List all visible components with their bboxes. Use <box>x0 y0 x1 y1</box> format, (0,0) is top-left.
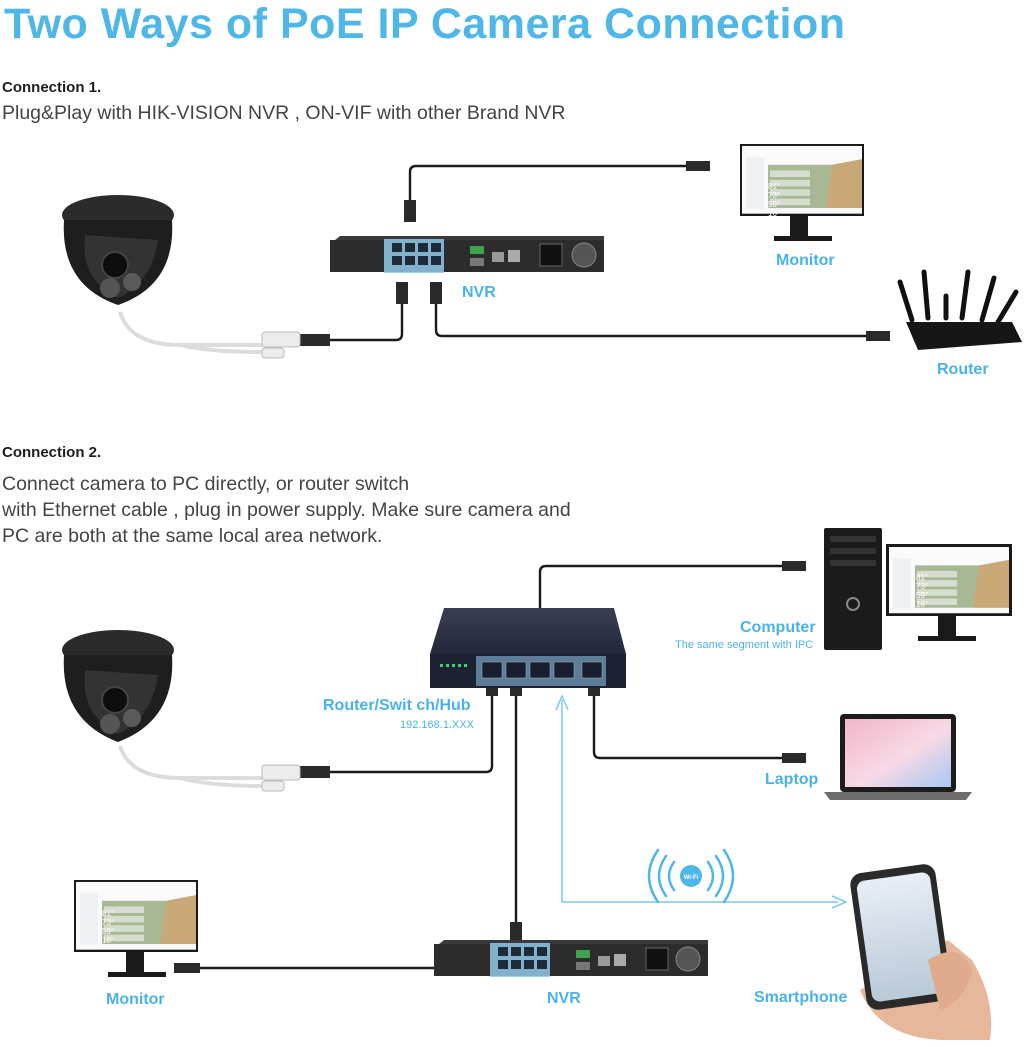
monitor-1: 81° 73° 59° 16° <box>740 144 864 241</box>
computer-label: Computer <box>740 619 816 636</box>
nvr-label: NVR <box>462 284 496 301</box>
rj45-plug <box>300 334 330 346</box>
svg-text:73°: 73° <box>102 918 114 927</box>
camera-pigtail <box>118 745 262 780</box>
monitor-label: Monitor <box>776 252 835 269</box>
ip-camera-1 <box>62 195 174 305</box>
connection1-heading: Connection 1. <box>2 79 102 96</box>
smartphone-label: Smartphone <box>754 989 848 1006</box>
cable-camera-switch <box>330 688 494 774</box>
laptop <box>824 714 972 800</box>
network-switch <box>430 608 626 688</box>
monitor-label-2: Monitor <box>106 991 165 1008</box>
smartphone <box>850 864 992 1040</box>
svg-text:81°: 81° <box>916 573 928 582</box>
wifi-icon <box>647 848 735 904</box>
power-connector <box>261 780 285 792</box>
laptop-label: Laptop <box>765 771 819 788</box>
computer-tower <box>824 528 882 650</box>
description-line: with Ethernet cable , plug in power supp… <box>2 499 571 521</box>
switch-label: Router/Swit ch/Hub <box>323 697 471 714</box>
description-line: Connect camera to PC directly, or router… <box>2 473 410 495</box>
svg-text:59°: 59° <box>102 927 114 936</box>
rj45-plug <box>866 331 890 341</box>
connection2-heading: Connection 2. <box>2 444 102 461</box>
arrow-up-icon <box>555 694 569 711</box>
nvr-device-1 <box>330 236 604 273</box>
cable-nvr-router <box>434 300 868 338</box>
temp-reading: 73° <box>768 191 780 200</box>
rj45-plug <box>430 282 442 304</box>
temp-reading: 16° <box>768 209 780 218</box>
description-line: PC are both at the same local area netwo… <box>2 525 383 547</box>
nvr-label-2: NVR <box>547 990 581 1007</box>
wifi-link-line <box>561 700 838 903</box>
svg-text:59°: 59° <box>916 591 928 600</box>
rj45-plug <box>686 161 710 171</box>
svg-text:81°: 81° <box>102 909 114 918</box>
rj45-plug <box>396 282 408 304</box>
rj45-connector <box>261 331 301 348</box>
nvr-device-2 <box>434 940 708 977</box>
router-label: Router <box>937 361 989 378</box>
cable-switch-computer <box>538 564 784 640</box>
svg-text:16°: 16° <box>916 600 928 609</box>
connection1-description: Plug&Play with HIK-VISION NVR , ON-VIF w… <box>2 102 566 124</box>
computer-monitor: 81° 73° 59° 16° <box>886 544 1012 641</box>
svg-text:73°: 73° <box>916 582 928 591</box>
computer-note: The same segment with IPC <box>675 639 814 651</box>
ip-camera-2 <box>62 630 174 742</box>
monitor-2: 81° 73° 59° 16° <box>74 880 198 977</box>
connection2-description: Connect camera to PC directly, or router… <box>2 471 642 549</box>
arrow-right-icon <box>831 895 848 909</box>
power-connector <box>261 347 285 359</box>
camera-pigtail <box>118 311 262 347</box>
cable-nvr-monitor <box>408 164 688 205</box>
cable-switch-laptop <box>592 688 784 760</box>
rj45-connector <box>261 764 301 781</box>
temp-reading: 59° <box>768 200 780 209</box>
cable-camera-nvr <box>330 300 404 342</box>
wifi-label: Wi-Fi <box>684 875 699 881</box>
switch-ip-label: 192.168.1.XXX <box>400 719 475 731</box>
temp-reading: 81° <box>768 182 780 191</box>
router <box>897 269 1022 350</box>
svg-text:16°: 16° <box>102 936 114 945</box>
rj45-plug <box>404 200 416 222</box>
page-title: Two Ways of PoE IP Camera Connection <box>4 0 846 48</box>
